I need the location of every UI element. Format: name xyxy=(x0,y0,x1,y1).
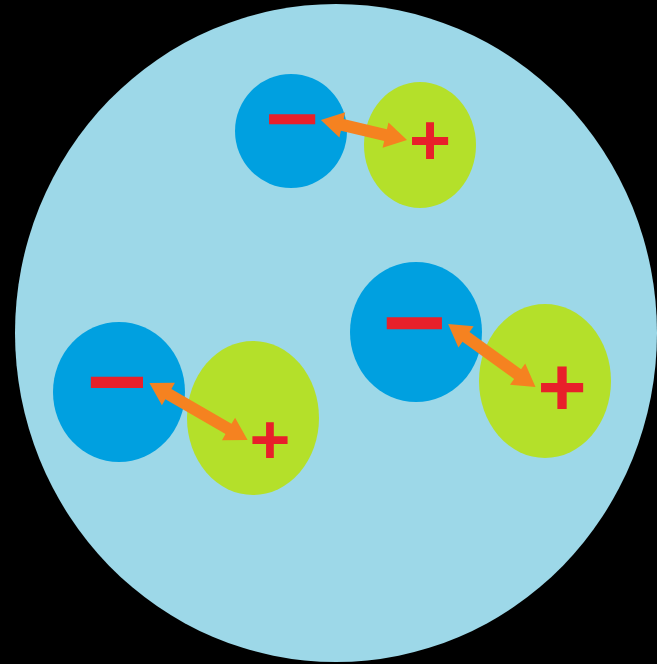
cation-circle: + xyxy=(187,341,319,495)
cation-circle: + xyxy=(479,304,611,458)
charge-sign: + xyxy=(409,104,451,176)
solution-circle xyxy=(15,4,657,662)
anion-circle: − xyxy=(235,74,347,188)
anion-circle: − xyxy=(350,262,482,402)
cation-circle: + xyxy=(364,82,476,208)
charge-sign: − xyxy=(265,72,319,164)
charge-sign: + xyxy=(537,345,586,429)
anion-circle: − xyxy=(53,322,185,462)
charge-sign: − xyxy=(87,329,148,433)
charge-sign: − xyxy=(382,267,446,377)
charge-sign: + xyxy=(250,405,291,475)
